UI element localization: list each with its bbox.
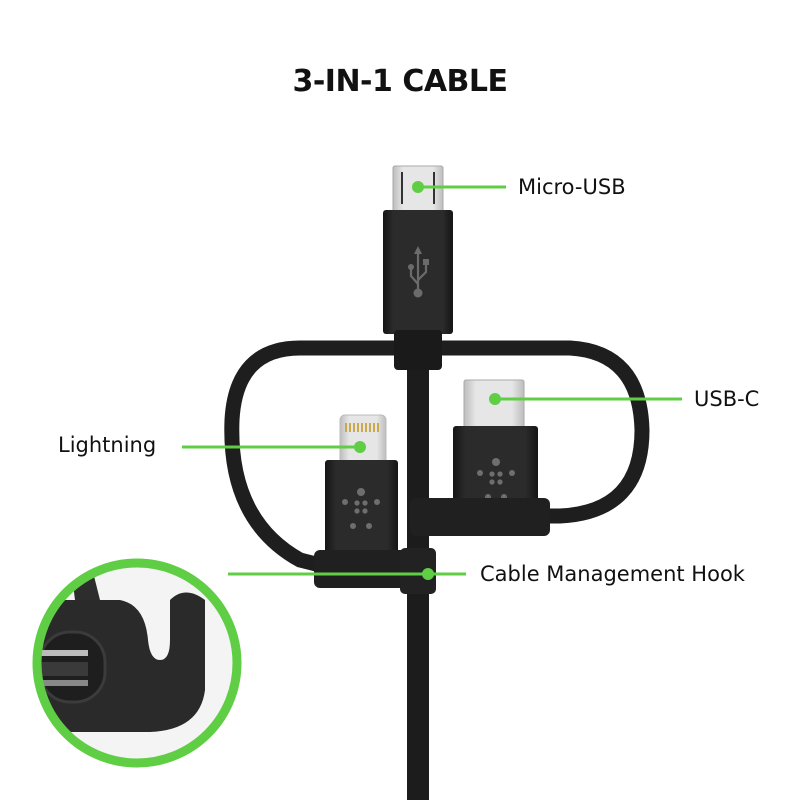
label-micro-usb: Micro-USB: [518, 175, 626, 199]
label-cable-management-hook: Cable Management Hook: [480, 562, 745, 586]
loop-cable: [224, 340, 650, 578]
lightning-connector: [314, 414, 408, 588]
micro-usb-connector: [383, 165, 453, 370]
usb-c-connector: [410, 379, 550, 536]
hook-detail-inset: [32, 558, 242, 768]
cable-management-hook: [400, 548, 436, 594]
label-lightning: Lightning: [58, 433, 157, 457]
label-usb-c: USB-C: [694, 387, 760, 411]
diagram-title: 3-IN-1 CABLE: [292, 64, 508, 99]
belkin-dots-logo: [342, 488, 380, 529]
usb-trident-icon: [408, 246, 429, 298]
